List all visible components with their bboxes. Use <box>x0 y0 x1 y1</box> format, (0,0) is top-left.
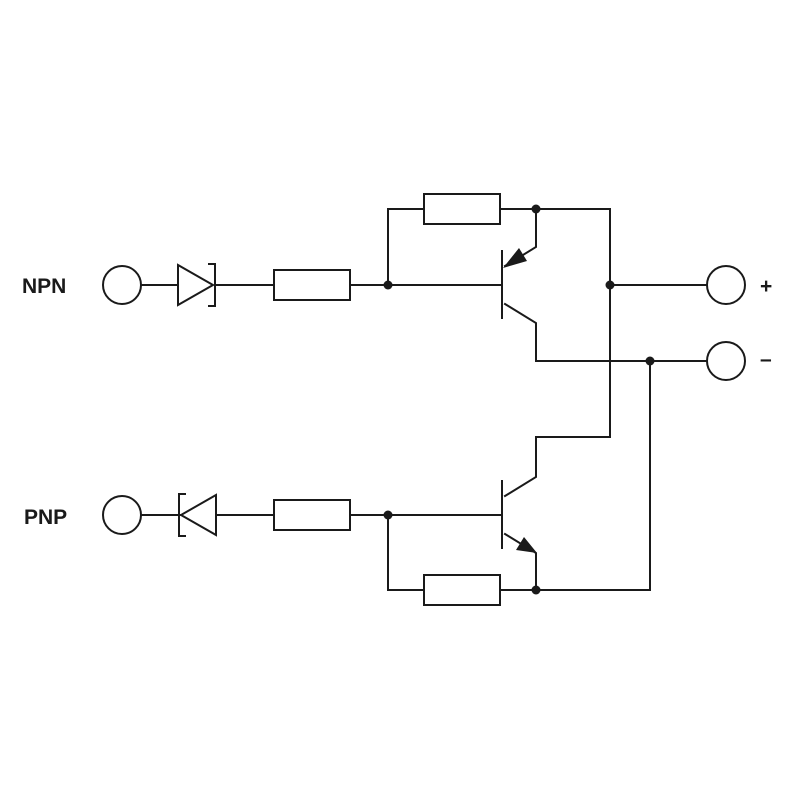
npn-feedback-resistor <box>423 193 501 225</box>
pnp-diode <box>178 493 217 537</box>
upper-transistor-collector-lead <box>503 302 537 362</box>
output-rails <box>535 208 746 591</box>
pnp-input-branch <box>102 493 651 606</box>
minus-output-terminal <box>706 341 746 381</box>
pnp-label: PNP <box>24 506 67 529</box>
npn-input-terminal <box>102 265 142 305</box>
plus-rail-junction-dot <box>605 280 615 290</box>
pnp-feedback-resistor <box>423 574 501 606</box>
lower-transistor <box>501 436 611 591</box>
upper-transistor <box>501 208 537 362</box>
npn-diode <box>177 263 216 307</box>
npn-label: NPN <box>22 275 66 298</box>
npn-input-branch <box>102 193 611 307</box>
plus-label: + <box>760 275 772 298</box>
npn-base-resistor <box>273 269 351 301</box>
lower-transistor-emitter-lead <box>503 532 537 591</box>
npn-feedback-wire <box>387 208 425 286</box>
pnp-feedback-wire <box>387 514 425 591</box>
pnp-base-resistor <box>273 499 351 531</box>
lower-transistor-emitter-arrow <box>516 537 537 553</box>
plus-output-terminal <box>706 265 746 305</box>
lower-transistor-collector-lead <box>503 436 611 498</box>
pnp-input-terminal <box>102 495 142 535</box>
pnp-emitter-junction-dot <box>531 585 541 595</box>
upper-transistor-emitter-arrow <box>503 248 527 268</box>
minus-label: – <box>760 348 772 371</box>
